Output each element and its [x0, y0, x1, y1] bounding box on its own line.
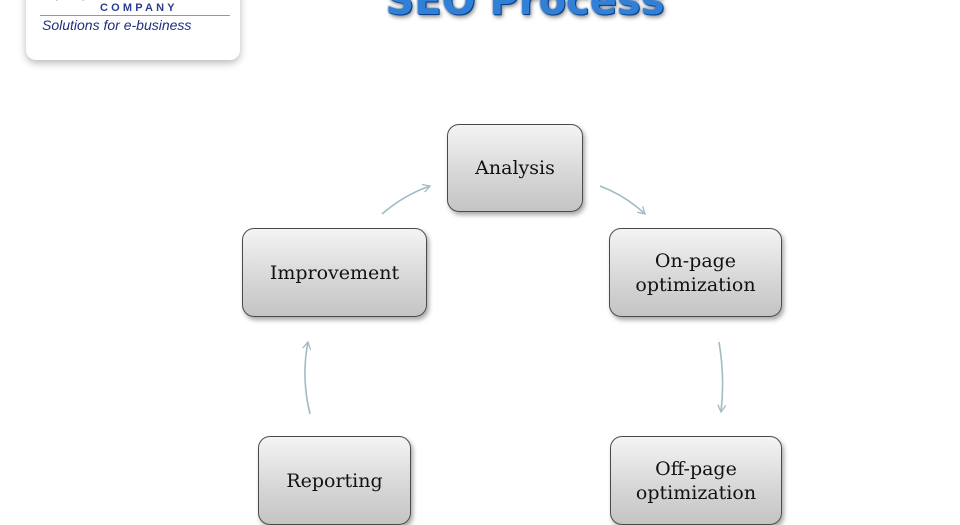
step-analysis: Analysis: [447, 124, 583, 212]
logo-company-text: COMPANY: [100, 2, 178, 14]
step-label-line-1: On-page: [654, 249, 737, 272]
logo-divider: [40, 15, 230, 16]
step-on-page-optimization: On-page optimization: [609, 228, 782, 317]
step-reporting: Reporting: [258, 436, 411, 525]
arrow-reporting-to-improvement: [302, 340, 312, 415]
arrow-analysis-to-onpage: [599, 185, 646, 215]
step-label-line-1: Off-page: [655, 457, 737, 480]
step-label-line-2: optimization: [635, 481, 757, 504]
arrow-improvement-to-analysis: [381, 183, 432, 215]
company-logo: COMPANY Solutions for e-business: [26, 0, 240, 60]
arrow-onpage-to-offpage: [717, 341, 727, 414]
slide-title: SEO Process: [385, 0, 665, 24]
cycle-arrows: [302, 183, 727, 415]
step-off-page-optimization: Off-page optimization: [610, 436, 782, 525]
logo-tagline: Solutions for e-business: [42, 17, 192, 33]
step-label: Reporting: [286, 469, 383, 492]
step-label: Analysis: [475, 157, 555, 179]
step-label-line-2: optimization: [635, 273, 756, 296]
step-label: Improvement: [269, 261, 400, 284]
step-improvement: Improvement: [242, 228, 427, 317]
